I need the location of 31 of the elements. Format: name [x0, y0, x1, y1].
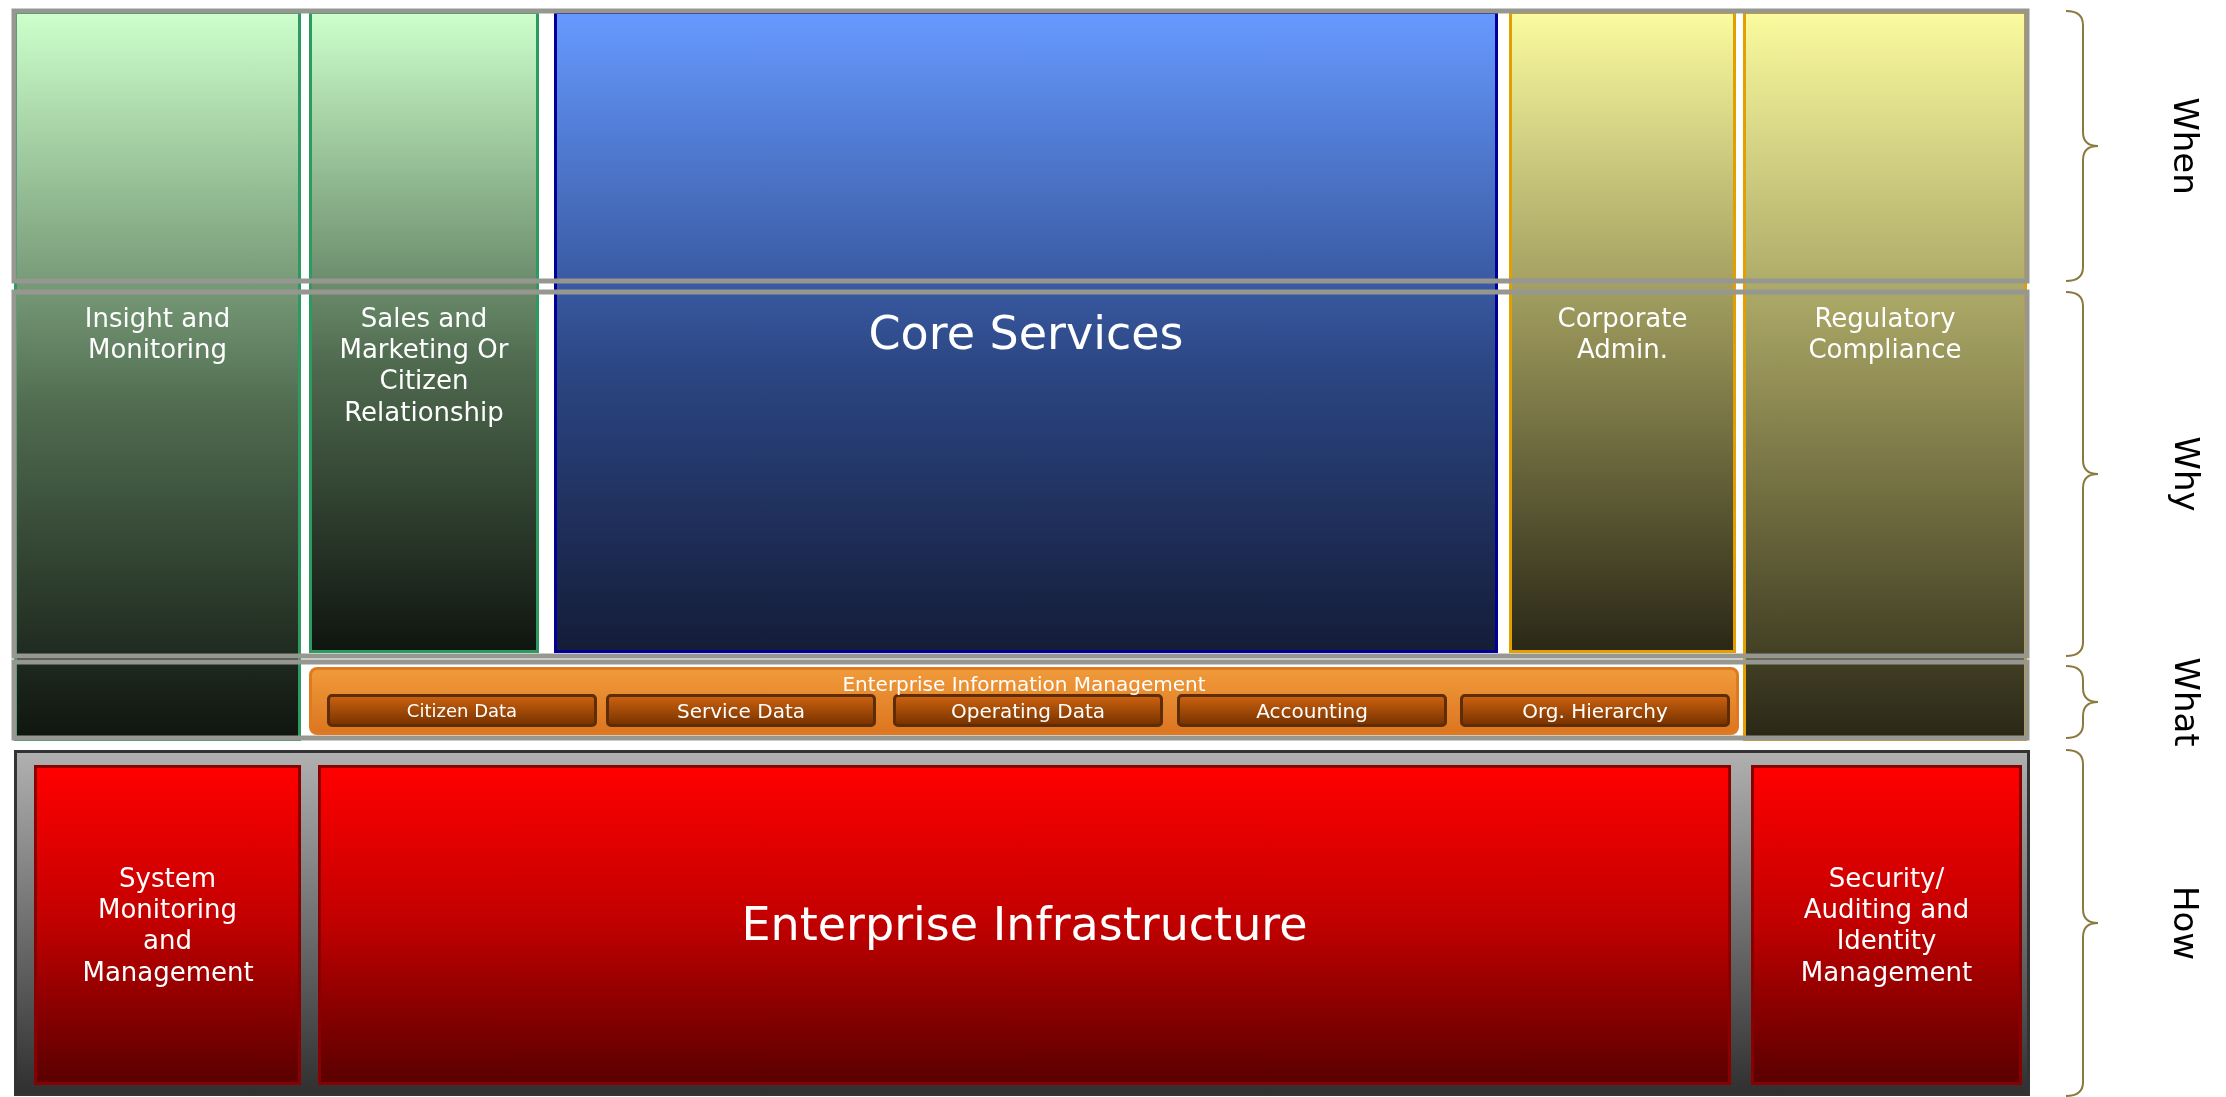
- data-tab: [893, 694, 1163, 727]
- column-panel: [309, 11, 539, 653]
- data-tab: [606, 694, 876, 727]
- row-label: What: [2166, 657, 2207, 747]
- information-panel: [309, 667, 1739, 735]
- service-panel: [1751, 765, 2022, 1085]
- node-label: Service Data: [676, 698, 806, 723]
- infrastructure-frame: [14, 750, 2030, 1096]
- row-label: How: [2166, 885, 2207, 961]
- node-label: Org. Hierarchy: [1521, 698, 1669, 723]
- core-panel: [554, 11, 1498, 653]
- node-label: Citizen Data: [405, 699, 519, 722]
- data-tab: [327, 694, 597, 727]
- data-tab: [1460, 694, 1730, 727]
- node-label: Corporate Admin.: [1556, 303, 1689, 366]
- node-label: Enterprise Information Management: [841, 672, 1207, 696]
- node-label: Insight and Monitoring: [83, 303, 232, 366]
- node-label: System Monitoring and Management: [82, 862, 253, 988]
- node-label: Security/ Auditing and Identity Management: [1799, 862, 1974, 988]
- node-label: Accounting: [1255, 698, 1369, 723]
- infrastructure-panel: [318, 765, 1731, 1085]
- data-tab: [1177, 694, 1447, 727]
- row-label: When: [2165, 97, 2206, 195]
- node-label: Sales and Marketing Or Citizen Relationship: [338, 303, 510, 428]
- node-label: Regulatory Compliance: [1807, 303, 1963, 366]
- column-panel: [1509, 11, 1736, 653]
- node-label: Operating Data: [949, 698, 1107, 723]
- node-label: Core Services: [867, 306, 1185, 362]
- service-panel: [34, 765, 301, 1085]
- node-label: Enterprise Infrastructure: [740, 897, 1309, 953]
- row-label: Why: [2166, 436, 2207, 512]
